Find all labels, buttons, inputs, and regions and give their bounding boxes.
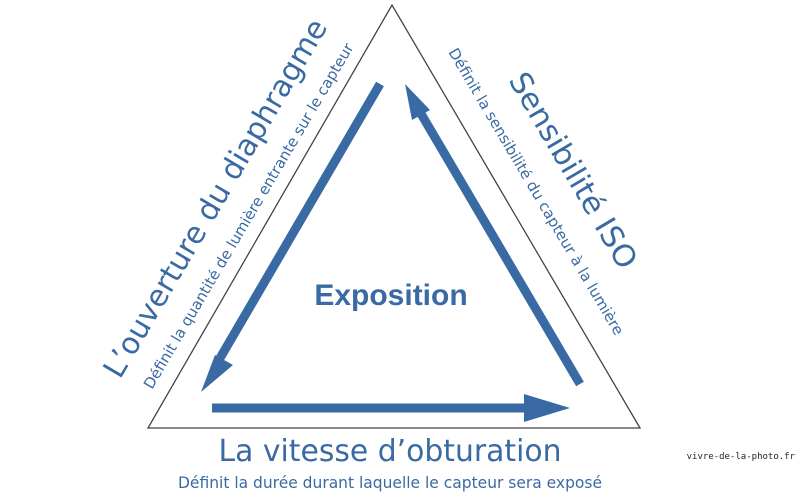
bottom-title: La vitesse d’obturation bbox=[219, 434, 562, 469]
watermark: vivre-de-la-photo.fr bbox=[687, 452, 796, 462]
arrowhead-right-side bbox=[405, 84, 430, 120]
arrow-left-side bbox=[212, 81, 384, 368]
center-label: Exposition bbox=[314, 279, 467, 312]
arrowhead-bottom-side bbox=[524, 394, 570, 422]
bottom-subtitle: Définit la durée durant laquelle le capt… bbox=[178, 473, 602, 492]
arrow-right-side bbox=[416, 109, 584, 387]
left-title: L’ouverture du diaphragme bbox=[97, 13, 335, 384]
arrowhead-left-side bbox=[201, 355, 233, 392]
triangle-outline bbox=[146, 3, 642, 429]
left-subtitle: Définit la quantité de lumière entrante … bbox=[140, 39, 358, 392]
